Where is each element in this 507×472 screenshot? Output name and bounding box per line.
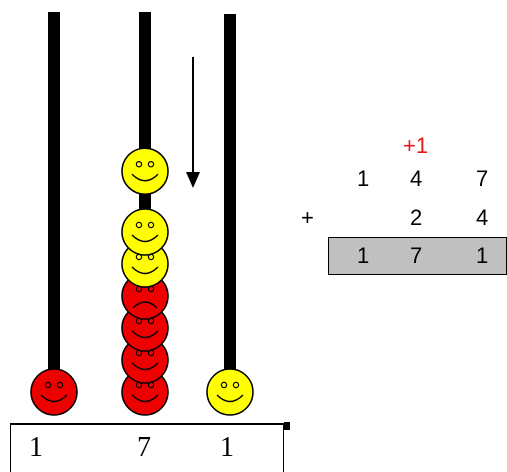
- base-digit-hundreds: 1: [29, 434, 43, 462]
- row2-digit-tens: 2: [410, 207, 422, 229]
- base-digit-tens: 7: [137, 434, 151, 462]
- bead-hundreds-0-happy-red: [31, 369, 77, 415]
- beads-layer: [31, 148, 253, 415]
- result-digit-hundreds: 1: [357, 245, 369, 267]
- row2-digit-ones: 4: [476, 207, 488, 229]
- bead-tens-7-happy-yellow: [122, 148, 168, 194]
- row1-digit-ones: 7: [476, 168, 488, 190]
- result-digit-tens: 7: [410, 245, 422, 267]
- row1-digit-tens: 4: [410, 168, 422, 190]
- down-arrow-icon: [186, 57, 200, 188]
- bead-ones-0-happy-yellow: [207, 369, 253, 415]
- bead-tens-5-happy-yellow: [122, 209, 168, 255]
- result-digit-ones: 1: [476, 245, 488, 267]
- rod-hundreds: [48, 12, 60, 404]
- carry-label: +1: [403, 135, 428, 157]
- base-digit-ones: 1: [220, 434, 234, 462]
- rod-ones: [224, 14, 236, 404]
- base-corner-mark: [284, 422, 290, 430]
- row1-digit-hundreds: 1: [357, 168, 369, 190]
- plus-sign: +: [301, 207, 314, 229]
